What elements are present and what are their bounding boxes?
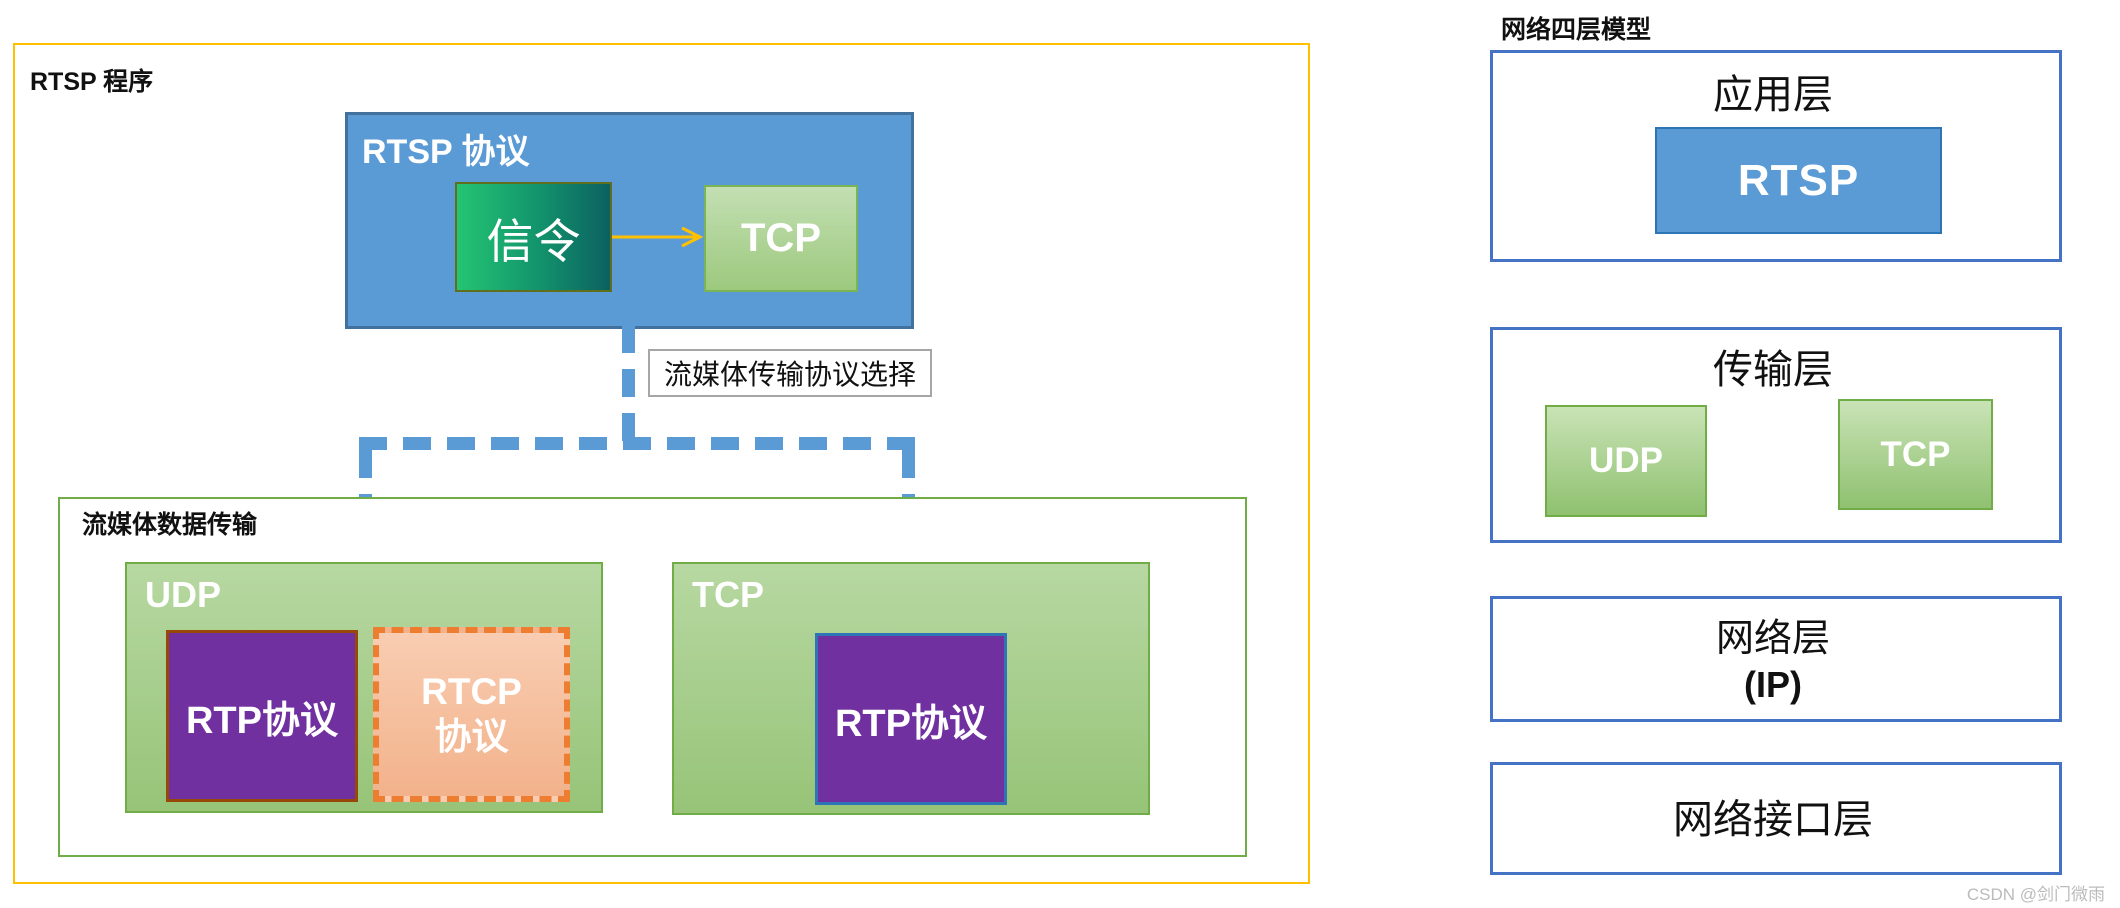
application-layer-label: 应用层	[1713, 72, 1833, 117]
streaming-data-title: 流媒体数据传输	[82, 511, 258, 539]
rtsp-protocol-title: RTSP 协议	[362, 133, 530, 171]
udp-model-label: UDP	[1589, 441, 1663, 480]
network-layer-box	[1490, 596, 2062, 722]
network-model-title: 网络四层模型	[1501, 16, 1652, 44]
signaling-to-tcp-arrow-icon	[612, 226, 704, 248]
udp-model-box: UDP	[1545, 405, 1707, 517]
transport-layer-label: 传输层	[1713, 347, 1833, 392]
protocol-selector-label-box: 流媒体传输协议选择	[648, 349, 932, 397]
connector-left-drop	[359, 450, 372, 505]
rtsp-model-box: RTSP	[1655, 127, 1942, 234]
signaling-box: 信令	[455, 182, 612, 292]
signaling-label: 信令	[486, 216, 581, 269]
connector-horizontal-line	[359, 437, 915, 450]
rtsp-program-title: RTSP 程序	[30, 68, 154, 96]
rtcp-protocol-box: RTCP 协议	[373, 627, 570, 802]
protocol-selector-label: 流媒体传输协议选择	[663, 360, 916, 391]
connector-right-drop	[902, 450, 915, 504]
rtp-protocol-label-tcp: RTP协议	[834, 702, 987, 745]
tcp-signaling-box: TCP	[704, 185, 858, 292]
interface-layer-label: 网络接口层	[1673, 796, 1873, 842]
watermark: CSDN @剑门微雨	[1966, 885, 2105, 904]
tcp-signaling-label: TCP	[741, 216, 821, 260]
rtsp-model-label: RTSP	[1737, 155, 1860, 205]
connector-vertical-line	[622, 325, 635, 443]
rtcp-protocol-label: RTCP 协议	[421, 671, 522, 757]
rtp-protocol-box-udp: RTP协议	[166, 630, 358, 802]
interface-layer-box	[1490, 762, 2062, 875]
tcp-model-label: TCP	[1880, 434, 1951, 474]
tcp-transport-label: TCP	[692, 574, 764, 615]
rtp-protocol-label-udp: RTP协议	[185, 699, 338, 742]
udp-transport-label: UDP	[145, 574, 222, 615]
network-layer-labels: 网络层 (IP)	[1490, 596, 2056, 716]
network-layer-subtitle: (IP)	[1744, 663, 1802, 705]
rtp-protocol-box-tcp: RTP协议	[815, 633, 1007, 805]
tcp-model-box: TCP	[1838, 399, 1993, 510]
network-layer-label: 网络层	[1715, 617, 1830, 660]
